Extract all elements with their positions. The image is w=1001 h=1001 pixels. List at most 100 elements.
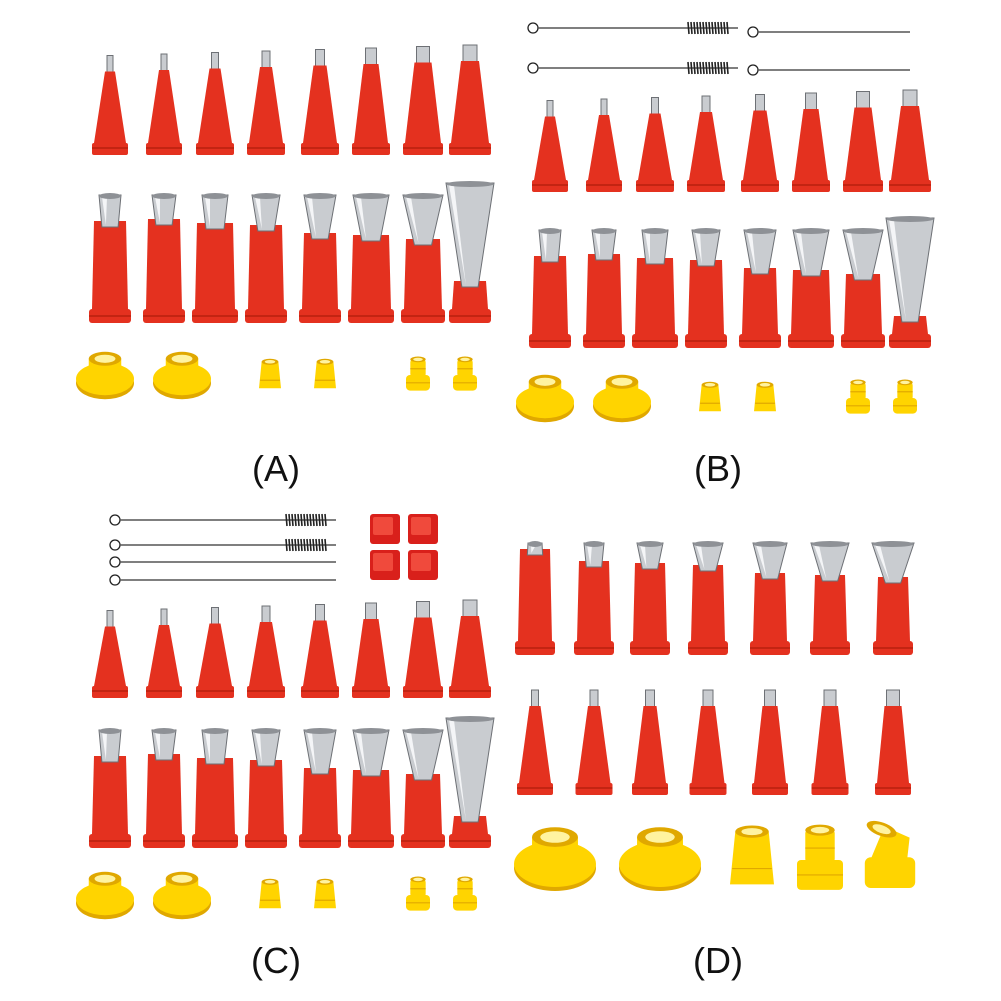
panel-b (516, 21, 935, 423)
small-nozzle-tip (449, 44, 491, 155)
small-nozzle-tip (403, 601, 443, 698)
large-nozzle-tip (192, 728, 238, 848)
large-nozzle-tip (245, 193, 287, 323)
red-smoothing-pad (370, 550, 400, 580)
yellow-cap-adapter (259, 358, 281, 389)
yellow-cap-adapter (730, 825, 774, 885)
large-nozzle-tip (348, 193, 394, 323)
small-nozzle-tip (586, 98, 622, 192)
large-nozzle-tip (885, 216, 935, 348)
red-smoothing-pad (370, 514, 400, 544)
large-nozzle-tip (841, 228, 885, 348)
panel-c (76, 513, 495, 920)
yellow-flange-adapter (153, 871, 211, 920)
large-nozzle-tip (583, 228, 625, 348)
yellow-stepped-adapter (797, 824, 843, 890)
yellow-stepped-adapter (453, 356, 477, 391)
small-nozzle-tip (811, 689, 849, 795)
cleaning-brush (527, 61, 738, 75)
yellow-cap-adapter (314, 878, 336, 909)
small-nozzle-tip (449, 599, 491, 698)
yellow-stepped-adapter (406, 876, 430, 911)
large-nozzle-tip (445, 716, 495, 848)
small-nozzle-tip (875, 689, 911, 795)
large-nozzle-tip (630, 541, 670, 655)
small-nozzle-tip (792, 92, 830, 192)
small-nozzle-tip (92, 55, 128, 155)
large-nozzle-tip (688, 541, 728, 655)
small-nozzle-tip (352, 602, 390, 698)
red-smoothing-pad (408, 550, 438, 580)
yellow-stepped-adapter (406, 356, 430, 391)
small-nozzle-tip (636, 97, 674, 192)
panel-label-d: (D) (693, 940, 743, 981)
yellow-flange-adapter (593, 374, 651, 423)
large-nozzle-tip (632, 228, 678, 348)
panel-d (514, 541, 916, 891)
panel-label-c: (C) (251, 940, 301, 981)
large-nozzle-tip (143, 728, 185, 848)
large-nozzle-tip (750, 541, 790, 655)
yellow-cap-adapter (259, 878, 281, 909)
large-nozzle-tip (788, 228, 834, 348)
large-nozzle-tip (515, 541, 555, 655)
large-nozzle-tip (871, 541, 915, 655)
small-nozzle-tip (196, 607, 234, 698)
yellow-stepped-adapter (893, 379, 917, 414)
large-nozzle-tip (810, 541, 850, 655)
yellow-cap-adapter (314, 358, 336, 389)
small-nozzle-tip (843, 91, 883, 192)
panel-label-a: (A) (252, 448, 300, 489)
yellow-flange-adapter (76, 871, 134, 920)
small-nozzle-tip (247, 605, 285, 698)
large-nozzle-tip (401, 193, 445, 323)
small-nozzle-tip (632, 689, 668, 795)
large-nozzle-tip (445, 181, 495, 323)
small-nozzle-tip (403, 46, 443, 155)
yellow-flange-adapter (619, 827, 701, 891)
large-nozzle-tip (529, 228, 571, 348)
large-nozzle-tip (299, 193, 341, 323)
small-nozzle-tip (752, 689, 788, 795)
yellow-flange-adapter (516, 374, 574, 423)
large-nozzle-tip (89, 728, 131, 848)
small-nozzle-tip (689, 689, 727, 795)
large-nozzle-tip (299, 728, 341, 848)
small-nozzle-tip (146, 53, 182, 155)
small-nozzle-tip (146, 608, 182, 698)
cleaning-wire (109, 574, 336, 586)
large-nozzle-tip (574, 541, 614, 655)
cleaning-wire (747, 64, 910, 76)
panel-a (76, 44, 495, 400)
large-nozzle-tip (89, 193, 131, 323)
cleaning-brush (109, 513, 336, 527)
cleaning-brush (527, 21, 738, 35)
yellow-cap-adapter (754, 381, 776, 412)
large-nozzle-tip (192, 193, 238, 323)
small-nozzle-tip (517, 689, 553, 795)
large-nozzle-tip (348, 728, 394, 848)
cleaning-wire (747, 26, 910, 38)
yellow-stepped-adapter (453, 876, 477, 911)
yellow-flange-adapter (153, 351, 211, 400)
small-nozzle-tip (575, 689, 613, 795)
small-nozzle-tip (687, 95, 725, 192)
large-nozzle-tip (245, 728, 287, 848)
cleaning-brush (109, 538, 336, 552)
small-nozzle-tip (352, 47, 390, 155)
large-nozzle-tip (143, 193, 185, 323)
small-nozzle-tip (301, 604, 339, 698)
yellow-flange-adapter (514, 827, 596, 891)
large-nozzle-tip (401, 728, 445, 848)
small-nozzle-tip (301, 49, 339, 155)
large-nozzle-tip (739, 228, 781, 348)
small-nozzle-tip (92, 610, 128, 698)
small-nozzle-tip (532, 100, 568, 192)
red-smoothing-pad (408, 514, 438, 544)
cleaning-wire (109, 556, 336, 568)
small-nozzle-tip (741, 94, 779, 192)
large-nozzle-tip (685, 228, 727, 348)
yellow-cap-adapter (699, 381, 721, 412)
small-nozzle-tip (889, 89, 931, 192)
